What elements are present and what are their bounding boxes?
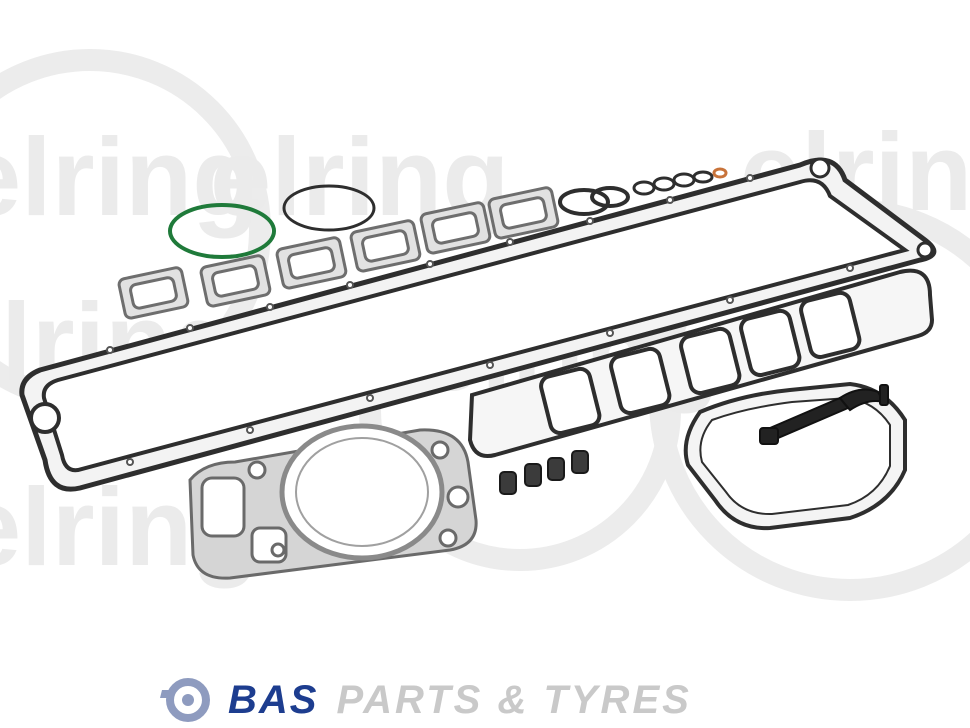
- cylinder-head-gasket: [188, 423, 478, 580]
- brand-secondary-text: PARTS & TYRES: [336, 677, 692, 722]
- o-rings: [168, 167, 728, 259]
- sensor-connector: [759, 384, 889, 445]
- brand-logo-icon: [160, 678, 210, 722]
- brand-primary-text: BAS: [228, 677, 319, 722]
- timing-cover-gasket: [683, 381, 907, 531]
- long-cover-gasket: [19, 157, 937, 492]
- rocker-cover-gasket: [467, 268, 935, 458]
- manifold-gaskets: [117, 186, 560, 320]
- watermark-text-2: elring: [0, 116, 260, 239]
- brand-footer: BAS PARTS & TYRES: [160, 672, 840, 728]
- valve-stem-seals: [499, 450, 589, 495]
